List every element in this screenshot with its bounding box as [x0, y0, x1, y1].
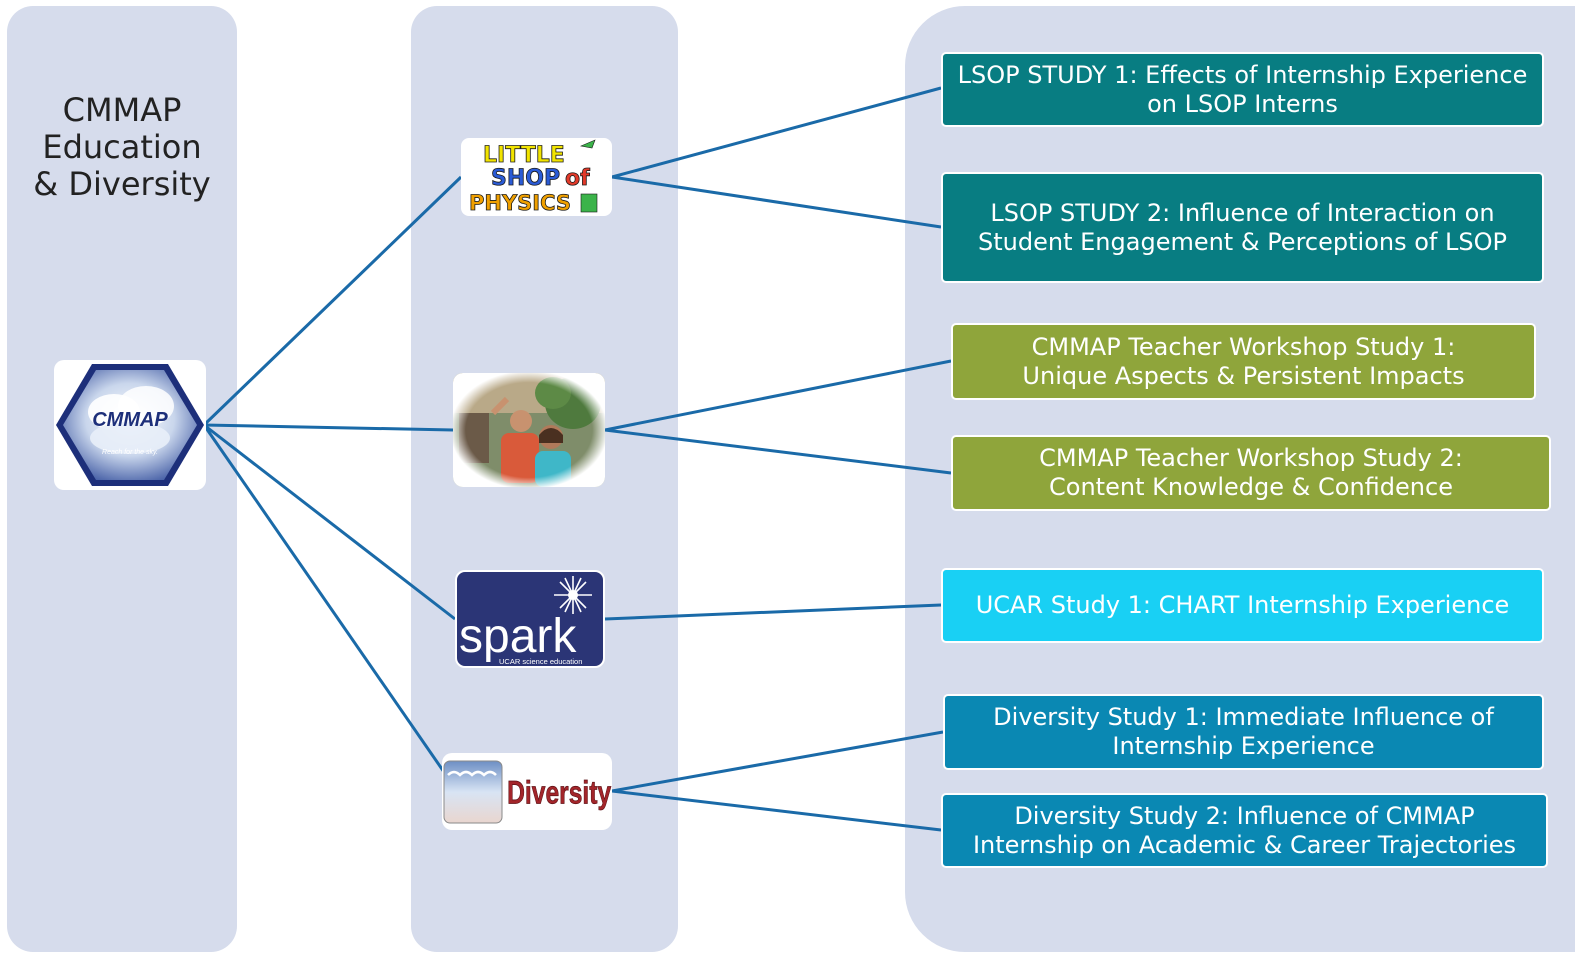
diversity-logo: Diversity: [442, 753, 612, 830]
connector-lsop-study1: [611, 86, 942, 179]
connector-cmmap-spark: [203, 423, 456, 621]
connector-workshop-study1: [604, 359, 952, 432]
study-box-teacher-workshop-2: CMMAP Teacher Workshop Study 2: Content …: [951, 435, 1551, 511]
lsop-logo-line1: LITTLE: [483, 143, 565, 168]
cmmap-logo: CMMAP Reach for the sky.: [54, 360, 206, 490]
lsop-logo: LITTLE SHOP of PHYSICS: [461, 138, 612, 216]
block-icon: [580, 193, 598, 213]
study-tw-2-line-1: CMMAP Teacher Workshop Study 2:: [1039, 444, 1463, 472]
cmmap-logo-tagline: Reach for the sky.: [102, 449, 158, 456]
connector-cmmap-lsop: [202, 175, 463, 427]
connector-diversity-study2: [611, 789, 942, 832]
connector-spark-ucar: [604, 603, 942, 621]
study-tw-1-line-1: CMMAP Teacher Workshop Study 1:: [1031, 332, 1456, 361]
diagram-title: CMMAP Education & Diversity: [7, 92, 237, 203]
airplane-icon: [579, 139, 596, 149]
study-ucar-1-line-1: UCAR Study 1: CHART Internship Experienc…: [975, 591, 1510, 619]
spark-logo-text: spark: [459, 610, 577, 663]
title-line-1: CMMAP: [62, 91, 182, 129]
title-line-2: Education: [42, 128, 202, 166]
spark-logo: spark UCAR science education: [455, 570, 605, 668]
title-line-3: & Diversity: [33, 165, 211, 203]
cloud-icon: [447, 770, 497, 777]
connector-workshop-study2: [604, 428, 952, 475]
diversity-logo-text: Diversity: [507, 776, 611, 812]
connector-diversity-study1: [611, 730, 944, 793]
lsop-logo-of: of: [565, 166, 590, 191]
workshop-photo: [453, 373, 605, 487]
study-box-lsop-1: LSOP STUDY 1: Effects of Internship Expe…: [941, 52, 1544, 127]
study-div-1-line-2: Internship Experience: [1112, 732, 1375, 760]
study-lsop-1-line-2: on LSOP Interns: [1147, 89, 1338, 118]
study-div-2-line-1: Diversity Study 2: Influence of CMMAP: [1014, 801, 1475, 830]
study-lsop-2-line-1: LSOP STUDY 2: Influence of Interaction o…: [990, 198, 1495, 227]
connector-cmmap-workshop: [203, 423, 454, 432]
study-box-teacher-workshop-1: CMMAP Teacher Workshop Study 1: Unique A…: [951, 323, 1536, 400]
cmmap-logo-text: CMMAP: [92, 409, 168, 431]
connector-cmmap-diversity: [202, 424, 446, 773]
study-div-2-line-2: Internship on Academic & Career Trajecto…: [972, 830, 1517, 859]
study-box-diversity-2: Diversity Study 2: Influence of CMMAP In…: [941, 793, 1548, 868]
lsop-logo-line3: PHYSICS: [469, 191, 571, 215]
study-box-ucar-1: UCAR Study 1: CHART Internship Experienc…: [941, 568, 1544, 643]
study-box-lsop-2: LSOP STUDY 2: Influence of Interaction o…: [941, 172, 1544, 283]
spark-logo-subtitle: UCAR science education: [499, 657, 582, 666]
connector-lsop-study2: [611, 175, 942, 229]
study-lsop-2-line-2: Student Engagement & Perceptions of LSOP: [978, 227, 1507, 256]
study-lsop-1-line-1: LSOP STUDY 1: Effects of Internship Expe…: [957, 60, 1528, 89]
study-tw-1-line-2: Unique Aspects & Persistent Impacts: [1022, 361, 1465, 390]
study-tw-2-line-2: Content Knowledge & Confidence: [1049, 473, 1453, 501]
study-div-1-line-1: Diversity Study 1: Immediate Influence o…: [993, 703, 1494, 731]
study-box-diversity-1: Diversity Study 1: Immediate Influence o…: [943, 694, 1544, 770]
lsop-logo-line2: SHOP: [491, 166, 560, 191]
